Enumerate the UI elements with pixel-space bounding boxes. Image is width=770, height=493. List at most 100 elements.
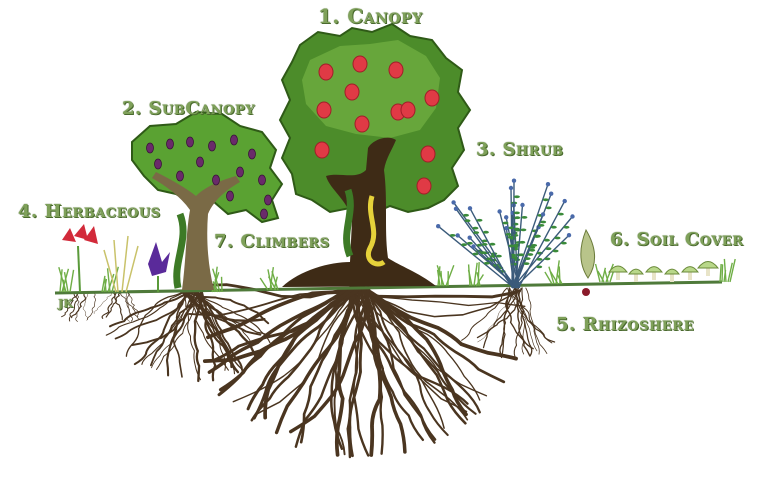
root-strand (112, 292, 122, 320)
shrub-berry (456, 233, 460, 237)
apple-fruit (315, 142, 329, 158)
apple-fruit (425, 90, 439, 106)
shrub-leaf (514, 228, 520, 231)
mushroom-cap (665, 269, 679, 274)
beet-root (582, 288, 590, 296)
root-strand (127, 292, 139, 319)
shrub-leaf (564, 226, 570, 229)
rhizosphere-leaf (581, 230, 595, 278)
mushroom-cap (646, 267, 662, 272)
shrub-leaf (544, 239, 550, 242)
shrub-leaf (480, 251, 486, 254)
label-climbers: 7. Climbers (214, 233, 330, 251)
shrub-leaf (514, 195, 520, 198)
mushroom-cap (682, 267, 698, 272)
plum-fruit (261, 209, 268, 219)
shrub-berry (454, 207, 458, 211)
shrub-leaf (527, 253, 533, 256)
shrub-stem (513, 217, 573, 289)
label-herbaceous: 4. Herbaceous (18, 203, 161, 221)
plum-fruit (231, 135, 238, 145)
shrub-leaf (514, 216, 520, 219)
shrub-berry (451, 200, 455, 204)
grass-blade (474, 263, 477, 286)
shrub-leaf (503, 222, 509, 225)
shrub-leaf (463, 214, 469, 217)
mushroom-cap (698, 262, 718, 269)
label-soil-cover: 6. Soil Cover (610, 231, 744, 249)
shrub (436, 179, 575, 289)
shrub-leaf (472, 227, 478, 230)
plum-fruit (187, 137, 194, 147)
shrub-leaf (543, 198, 549, 201)
label-rhizosphere: 5. Rhizoshere (556, 316, 694, 334)
red-flower (62, 224, 98, 292)
shrub-leaf (544, 258, 550, 261)
grass-blade (720, 264, 721, 282)
shrub-leaf (483, 231, 489, 234)
plum-fruit (177, 171, 184, 181)
shrub-leaf (450, 234, 456, 237)
apple-fruit (345, 84, 359, 100)
shrub-leaf (519, 241, 525, 244)
shrub-berry (468, 206, 472, 210)
shrub-berry (436, 224, 440, 228)
shrub-leaf (536, 266, 542, 269)
shrub-berry (541, 212, 545, 216)
shrub-berry (504, 215, 508, 219)
shrub-leaf (521, 216, 527, 219)
root-systems (62, 285, 555, 458)
climber-vine-subcanopy (177, 214, 183, 288)
shrub-leaf (514, 212, 520, 215)
plum-fruit (259, 175, 266, 185)
shrub-leaf (561, 242, 567, 245)
shrub-leaf (534, 235, 540, 238)
shrub-leaf (508, 236, 514, 239)
shrub-berry (509, 186, 513, 190)
apple-fruit (421, 146, 435, 162)
shrub-leaf (506, 233, 512, 236)
shrub-berry (512, 179, 516, 183)
plum-fruit (147, 143, 154, 153)
apple-fruit (401, 102, 415, 118)
shrub-leaf (520, 229, 526, 232)
plum-fruit (249, 149, 256, 159)
shrub-berry (570, 214, 574, 218)
herbaceous-plants (62, 224, 170, 292)
label-canopy: 1. Canopy (318, 6, 423, 26)
shrub-leaf (540, 221, 546, 224)
plum-fruit (237, 167, 244, 177)
shrub-leaf (553, 250, 559, 253)
label-shrub: 3. Shrub (476, 141, 563, 159)
shrub-leaf (518, 253, 524, 256)
shrub-leaf (467, 242, 473, 245)
shrub-stem (438, 226, 514, 288)
shrub-berry (546, 182, 550, 186)
plum-fruit (265, 195, 272, 205)
apple-fruit (353, 56, 367, 72)
plum-fruit (227, 191, 234, 201)
shrub-leaf (473, 231, 479, 234)
shrub-leaf (508, 245, 514, 248)
soil-cover-mushrooms (609, 262, 718, 283)
apple-fruit (355, 116, 369, 132)
shrub-leaf (551, 226, 557, 229)
plum-fruit (213, 175, 220, 185)
shrub-berry (468, 236, 472, 240)
apple-fruit (417, 178, 431, 194)
root-strand (87, 292, 95, 320)
plum-fruit (209, 141, 216, 151)
shrub-berry (549, 192, 553, 196)
shrub-berry (497, 209, 501, 213)
shrub-leaf (512, 248, 518, 251)
apple-fruit (319, 64, 333, 80)
shrub-leaf (465, 219, 471, 222)
shrub-leaf (482, 243, 488, 246)
shrub-leaf (538, 224, 544, 227)
shrub-leaf (529, 246, 535, 249)
grass-blade (722, 264, 723, 282)
shrub-leaf (472, 253, 478, 256)
shrub-leaf (511, 256, 517, 259)
apple-fruit (389, 62, 403, 78)
climber-vine-canopy-left (347, 190, 351, 256)
